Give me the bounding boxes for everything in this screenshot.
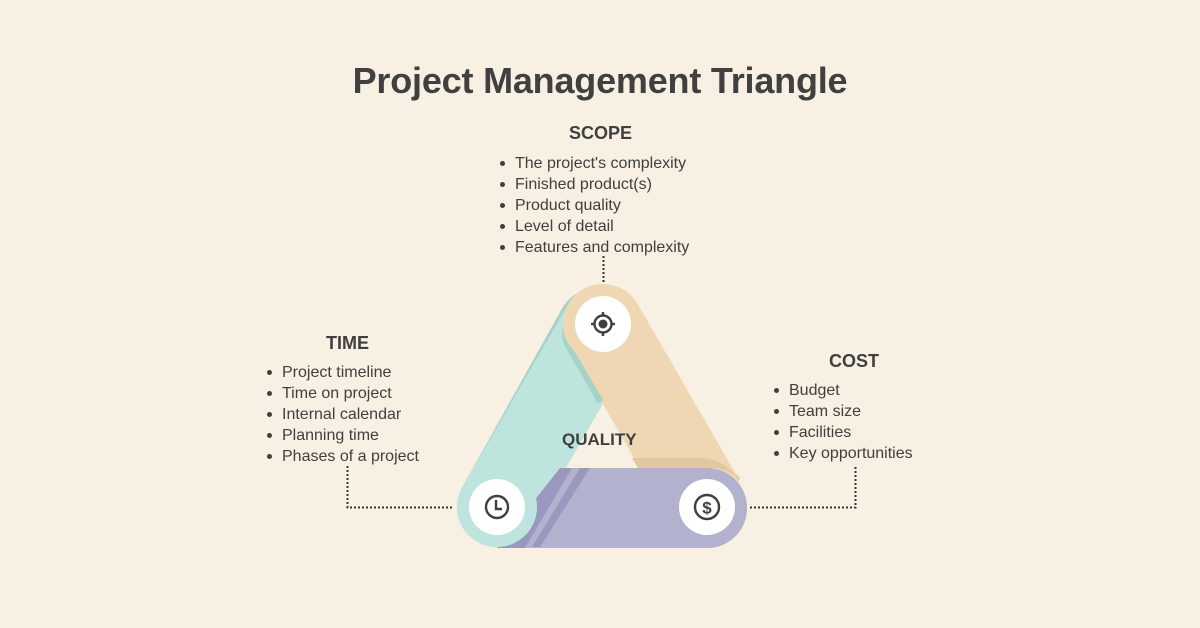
cost-connector (750, 466, 857, 509)
list-item: Planning time (264, 425, 419, 446)
list-item: Budget (771, 380, 913, 401)
list-item: Internal calendar (264, 404, 419, 425)
dollar-icon: $ (679, 479, 735, 535)
list-item: Facilities (771, 422, 913, 443)
scope-heading: SCOPE (569, 123, 633, 143)
svg-text:$: $ (702, 499, 712, 518)
page-title: Project Management Triangle (352, 60, 848, 101)
time-connector (346, 466, 452, 509)
list-item: Time on project (264, 383, 419, 404)
target-icon (575, 296, 631, 352)
list-item: Features and complexity (497, 237, 689, 258)
list-item: Team size (771, 401, 913, 422)
list-item: Project timeline (264, 362, 419, 383)
cost-list: Budget Team size Facilities Key opportun… (771, 380, 913, 464)
time-heading: TIME (326, 333, 369, 353)
list-item: Phases of a project (264, 446, 419, 467)
list-item: Key opportunities (771, 443, 913, 464)
list-item: Level of detail (497, 216, 689, 237)
time-list: Project timeline Time on project Interna… (264, 362, 419, 467)
clock-icon (469, 479, 525, 535)
list-item: Finished product(s) (497, 174, 689, 195)
quality-label: QUALITY (562, 430, 637, 449)
list-item: Product quality (497, 195, 689, 216)
scope-list: The project's complexity Finished produc… (497, 153, 689, 258)
cost-heading: COST (829, 351, 880, 371)
list-item: The project's complexity (497, 153, 689, 174)
